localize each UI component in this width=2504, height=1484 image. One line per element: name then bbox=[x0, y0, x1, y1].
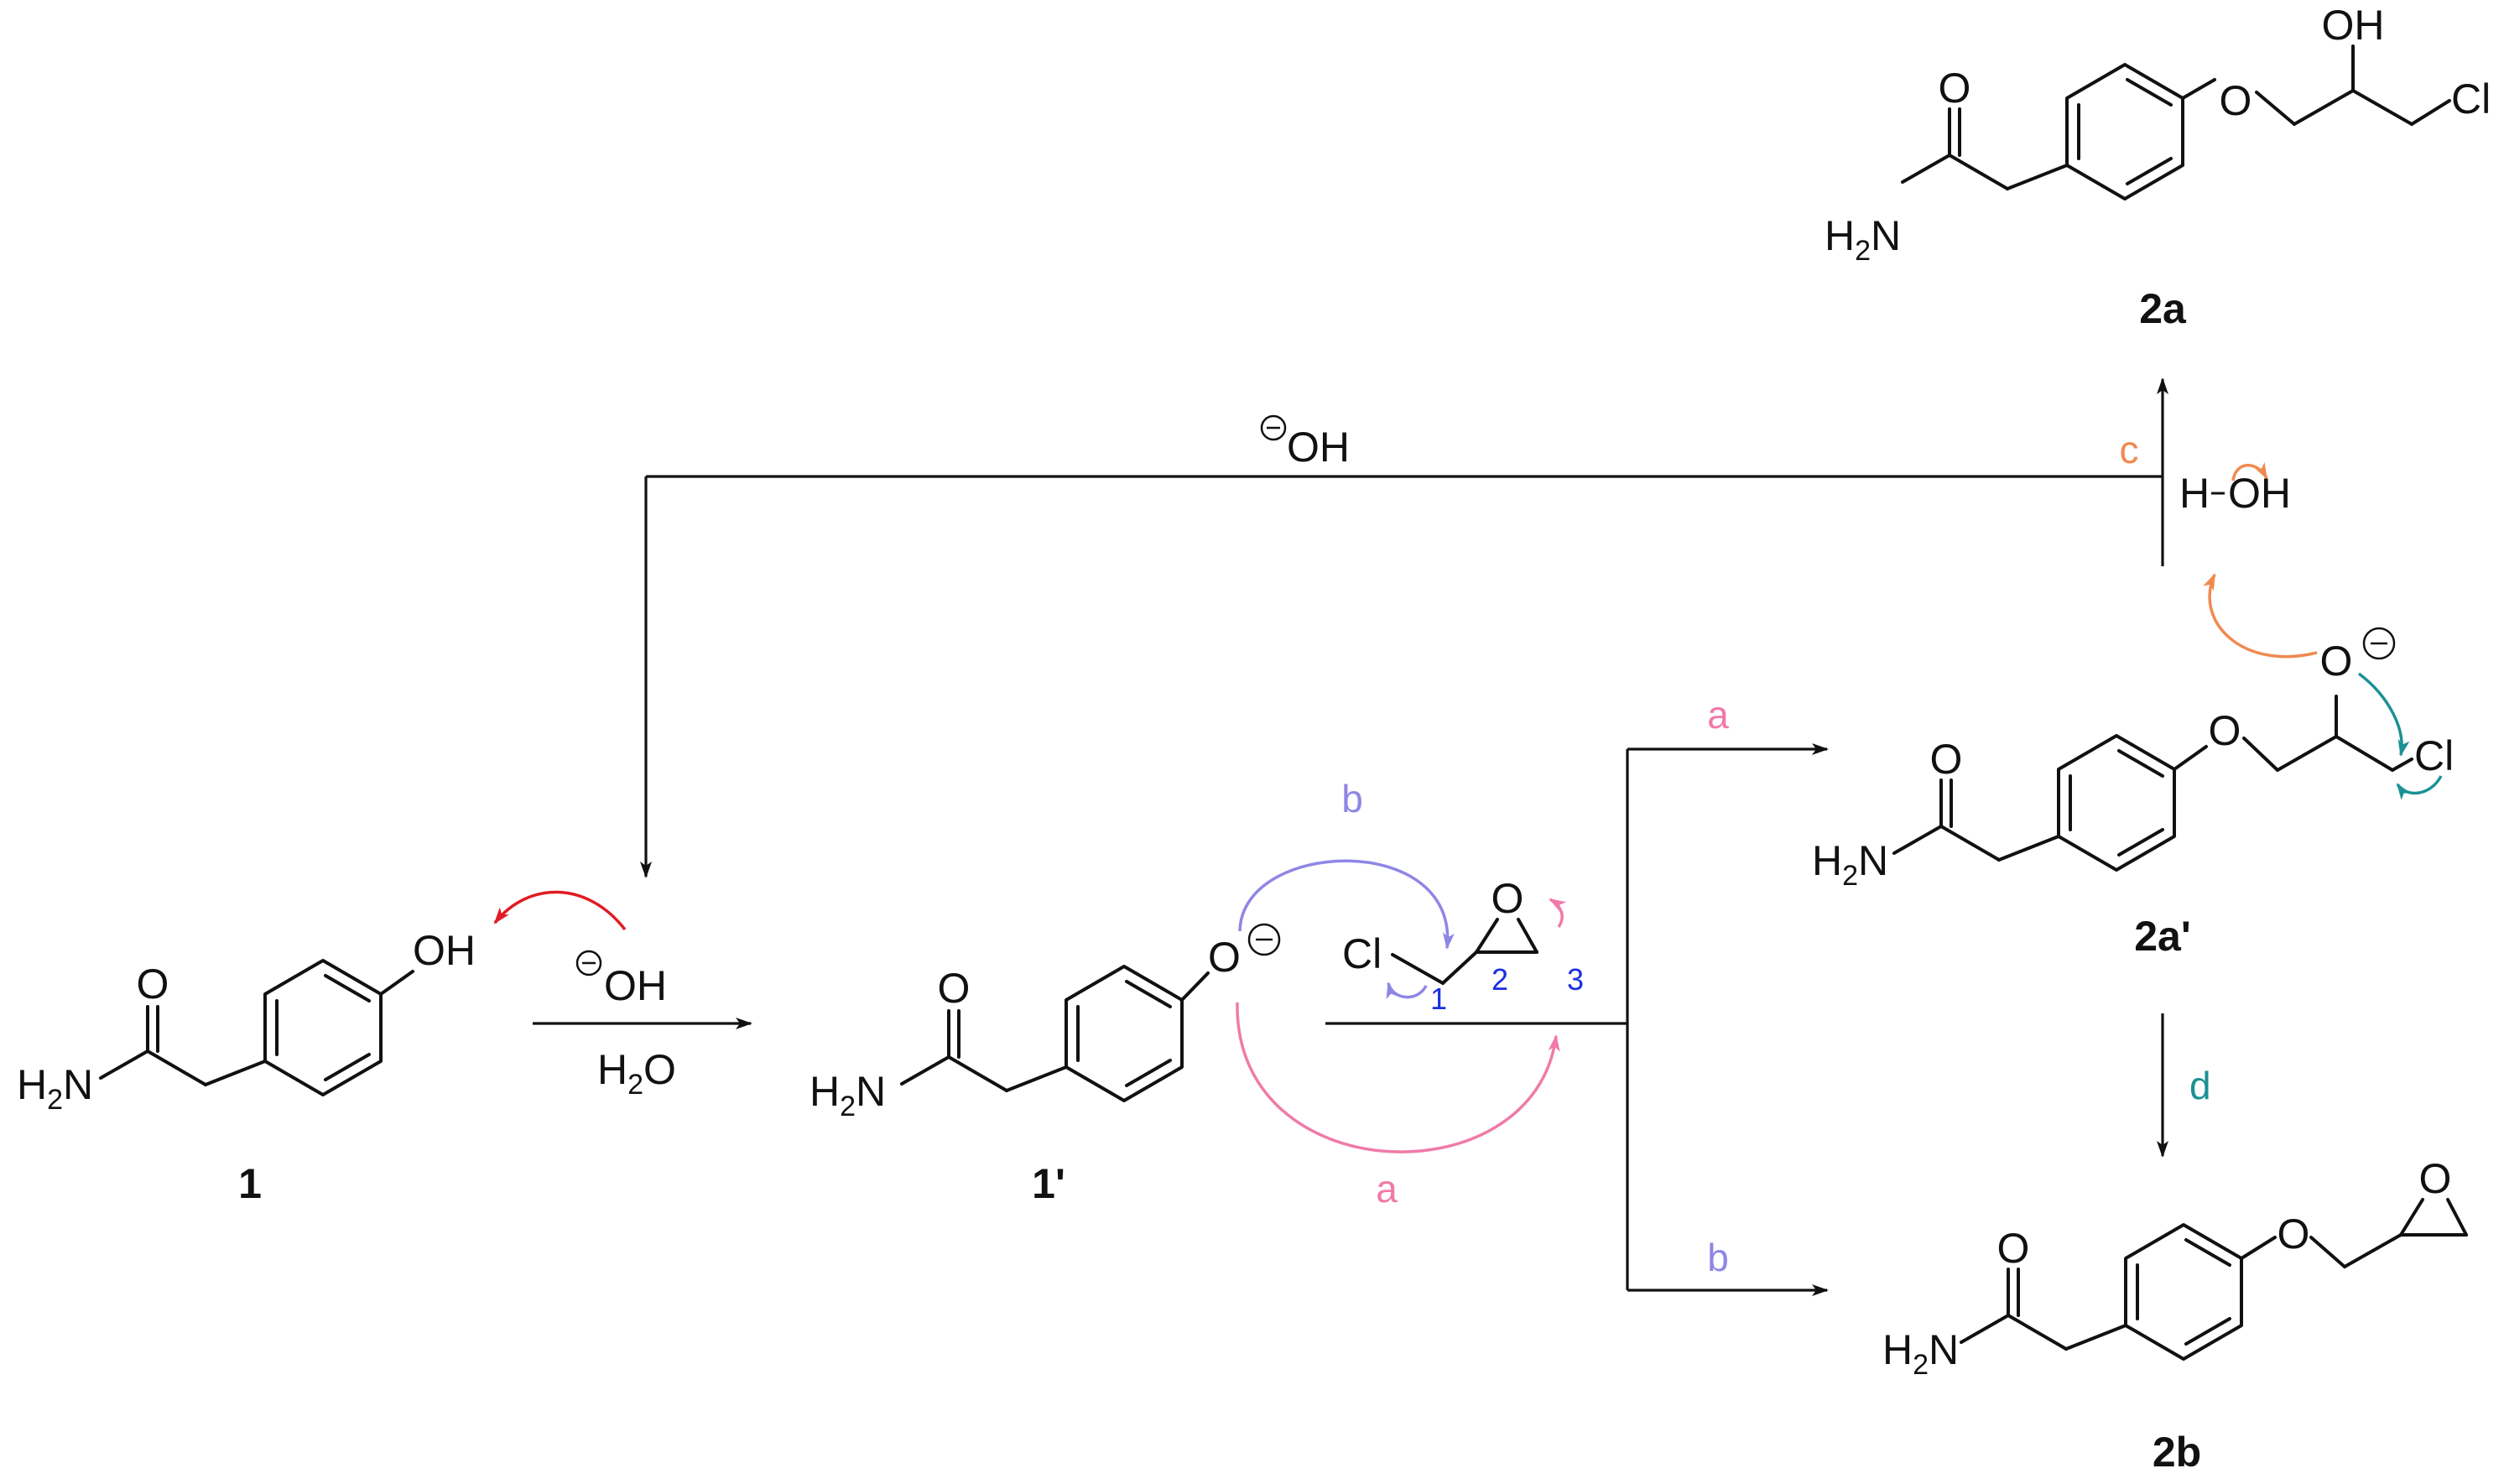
path-d-arrow-group: d bbox=[2157, 1013, 2211, 1158]
compound-1-amine: H2N bbox=[17, 1061, 93, 1116]
compound-2b-label: 2b bbox=[2153, 1429, 2201, 1476]
regenerated-hydroxide: OH bbox=[1260, 414, 1350, 471]
epichlorohydrin-chlorine: Cl bbox=[1342, 930, 1382, 977]
compound-1-prime-amine: H2N bbox=[810, 1068, 886, 1122]
pink-curly-arrow-path-a bbox=[1236, 1002, 1560, 1153]
svg-text:OH: OH bbox=[604, 962, 667, 1009]
compound-1: O H2N OH 1 bbox=[17, 927, 476, 1207]
epichlorohydrin-oxygen: O bbox=[1491, 875, 1524, 922]
compound-2a-prime-ether-oxygen: O bbox=[2209, 707, 2241, 754]
compound-2a-amine: H2N bbox=[1825, 212, 1901, 267]
compound-1-bonds bbox=[99, 959, 414, 1096]
compound-1-hydroxyl: OH bbox=[413, 927, 476, 974]
step1-hydroxide: OH bbox=[575, 950, 667, 1009]
path-d-label: d bbox=[2189, 1064, 2211, 1107]
teal-curly-arrow-chloride bbox=[2396, 775, 2443, 800]
teal-curly-arrow-alkoxide bbox=[2357, 672, 2410, 757]
compound-2a-prime-bonds bbox=[1892, 695, 2413, 872]
red-curly-arrow bbox=[493, 890, 627, 931]
water-hydrogen: H bbox=[2179, 470, 2210, 517]
compound-2b-amine: H2N bbox=[1882, 1326, 1959, 1381]
compound-2a-amide-oxygen: O bbox=[1939, 65, 1971, 112]
compound-2a-prime-chlorine: Cl bbox=[2414, 732, 2454, 779]
orange-curly-arrow-alkoxide bbox=[2203, 573, 2318, 659]
path-c-arrow-group: c OH H OH bbox=[640, 378, 2291, 878]
compound-1-prime: O H2N O 1' bbox=[810, 923, 1281, 1207]
branch-a-label: a bbox=[1707, 693, 1729, 737]
water-hydroxyl: OH bbox=[2228, 470, 2291, 517]
compound-2a: O H2N O OH Cl 2a bbox=[1825, 2, 2491, 332]
compound-1-amide-oxygen: O bbox=[137, 961, 169, 1008]
compound-2a-prime-alkoxide-oxygen: O bbox=[2320, 638, 2353, 685]
compound-2a-prime-amide-oxygen: O bbox=[1930, 736, 1963, 783]
step1-arrow-group: OH H2O bbox=[533, 950, 752, 1101]
water-molecule: H OH bbox=[2179, 470, 2291, 517]
path-a-curve-label: a bbox=[1376, 1167, 1398, 1211]
compound-1-prime-label: 1' bbox=[1032, 1160, 1065, 1207]
step1-water: H2O bbox=[597, 1046, 676, 1101]
compound-2a-chlorine: Cl bbox=[2451, 76, 2491, 122]
compound-2a-prime-negative-charge bbox=[2362, 627, 2396, 660]
locant-3: 3 bbox=[1567, 962, 1584, 997]
compound-2a-hydroxyl: OH bbox=[2322, 2, 2385, 49]
path-c-label: c bbox=[2120, 428, 2139, 471]
purple-small-arrow-chloride bbox=[1386, 982, 1428, 1000]
purple-curly-arrow-path-b bbox=[1238, 859, 1455, 950]
compound-2b: O H2N O O 2b bbox=[1882, 1155, 2468, 1476]
epichlorohydrin: Cl O 1 2 3 bbox=[1342, 875, 1584, 1016]
compound-2a-label: 2a bbox=[2139, 285, 2187, 332]
compound-1-prime-negative-charge bbox=[1247, 923, 1281, 956]
compound-2b-amide-oxygen: O bbox=[1997, 1225, 2030, 1272]
locant-2: 2 bbox=[1491, 962, 1508, 997]
locant-1: 1 bbox=[1430, 982, 1447, 1016]
path-b-curve-label: b bbox=[1341, 777, 1363, 820]
compound-1-prime-amide-oxygen: O bbox=[938, 965, 971, 1012]
compound-2a-prime: O H2N O O Cl 2a' bbox=[1812, 627, 2454, 960]
compound-2a-bonds bbox=[1901, 44, 2451, 200]
compound-1-prime-phenoxide-oxygen: O bbox=[1208, 934, 1241, 981]
epichlorohydrin-bonds bbox=[1391, 918, 1538, 985]
branch-arrow: a b bbox=[1325, 693, 1829, 1296]
compound-1-label: 1 bbox=[238, 1160, 262, 1207]
compound-2a-ether-oxygen: O bbox=[2220, 77, 2252, 124]
compound-2b-epoxide-oxygen: O bbox=[2419, 1155, 2452, 1202]
compound-2b-ether-oxygen: O bbox=[2278, 1211, 2310, 1257]
orange-curly-arrow-hydroxide bbox=[2231, 461, 2268, 482]
svg-text:OH: OH bbox=[1287, 424, 1350, 471]
compound-2a-prime-label: 2a' bbox=[2134, 913, 2191, 960]
compound-2b-bonds bbox=[1960, 1198, 2468, 1361]
branch-b-label: b bbox=[1707, 1236, 1729, 1279]
pink-small-arrow-epoxide bbox=[1549, 898, 1567, 928]
compound-2a-prime-amine: H2N bbox=[1812, 837, 1888, 892]
compound-1-prime-bonds bbox=[900, 965, 1210, 1102]
